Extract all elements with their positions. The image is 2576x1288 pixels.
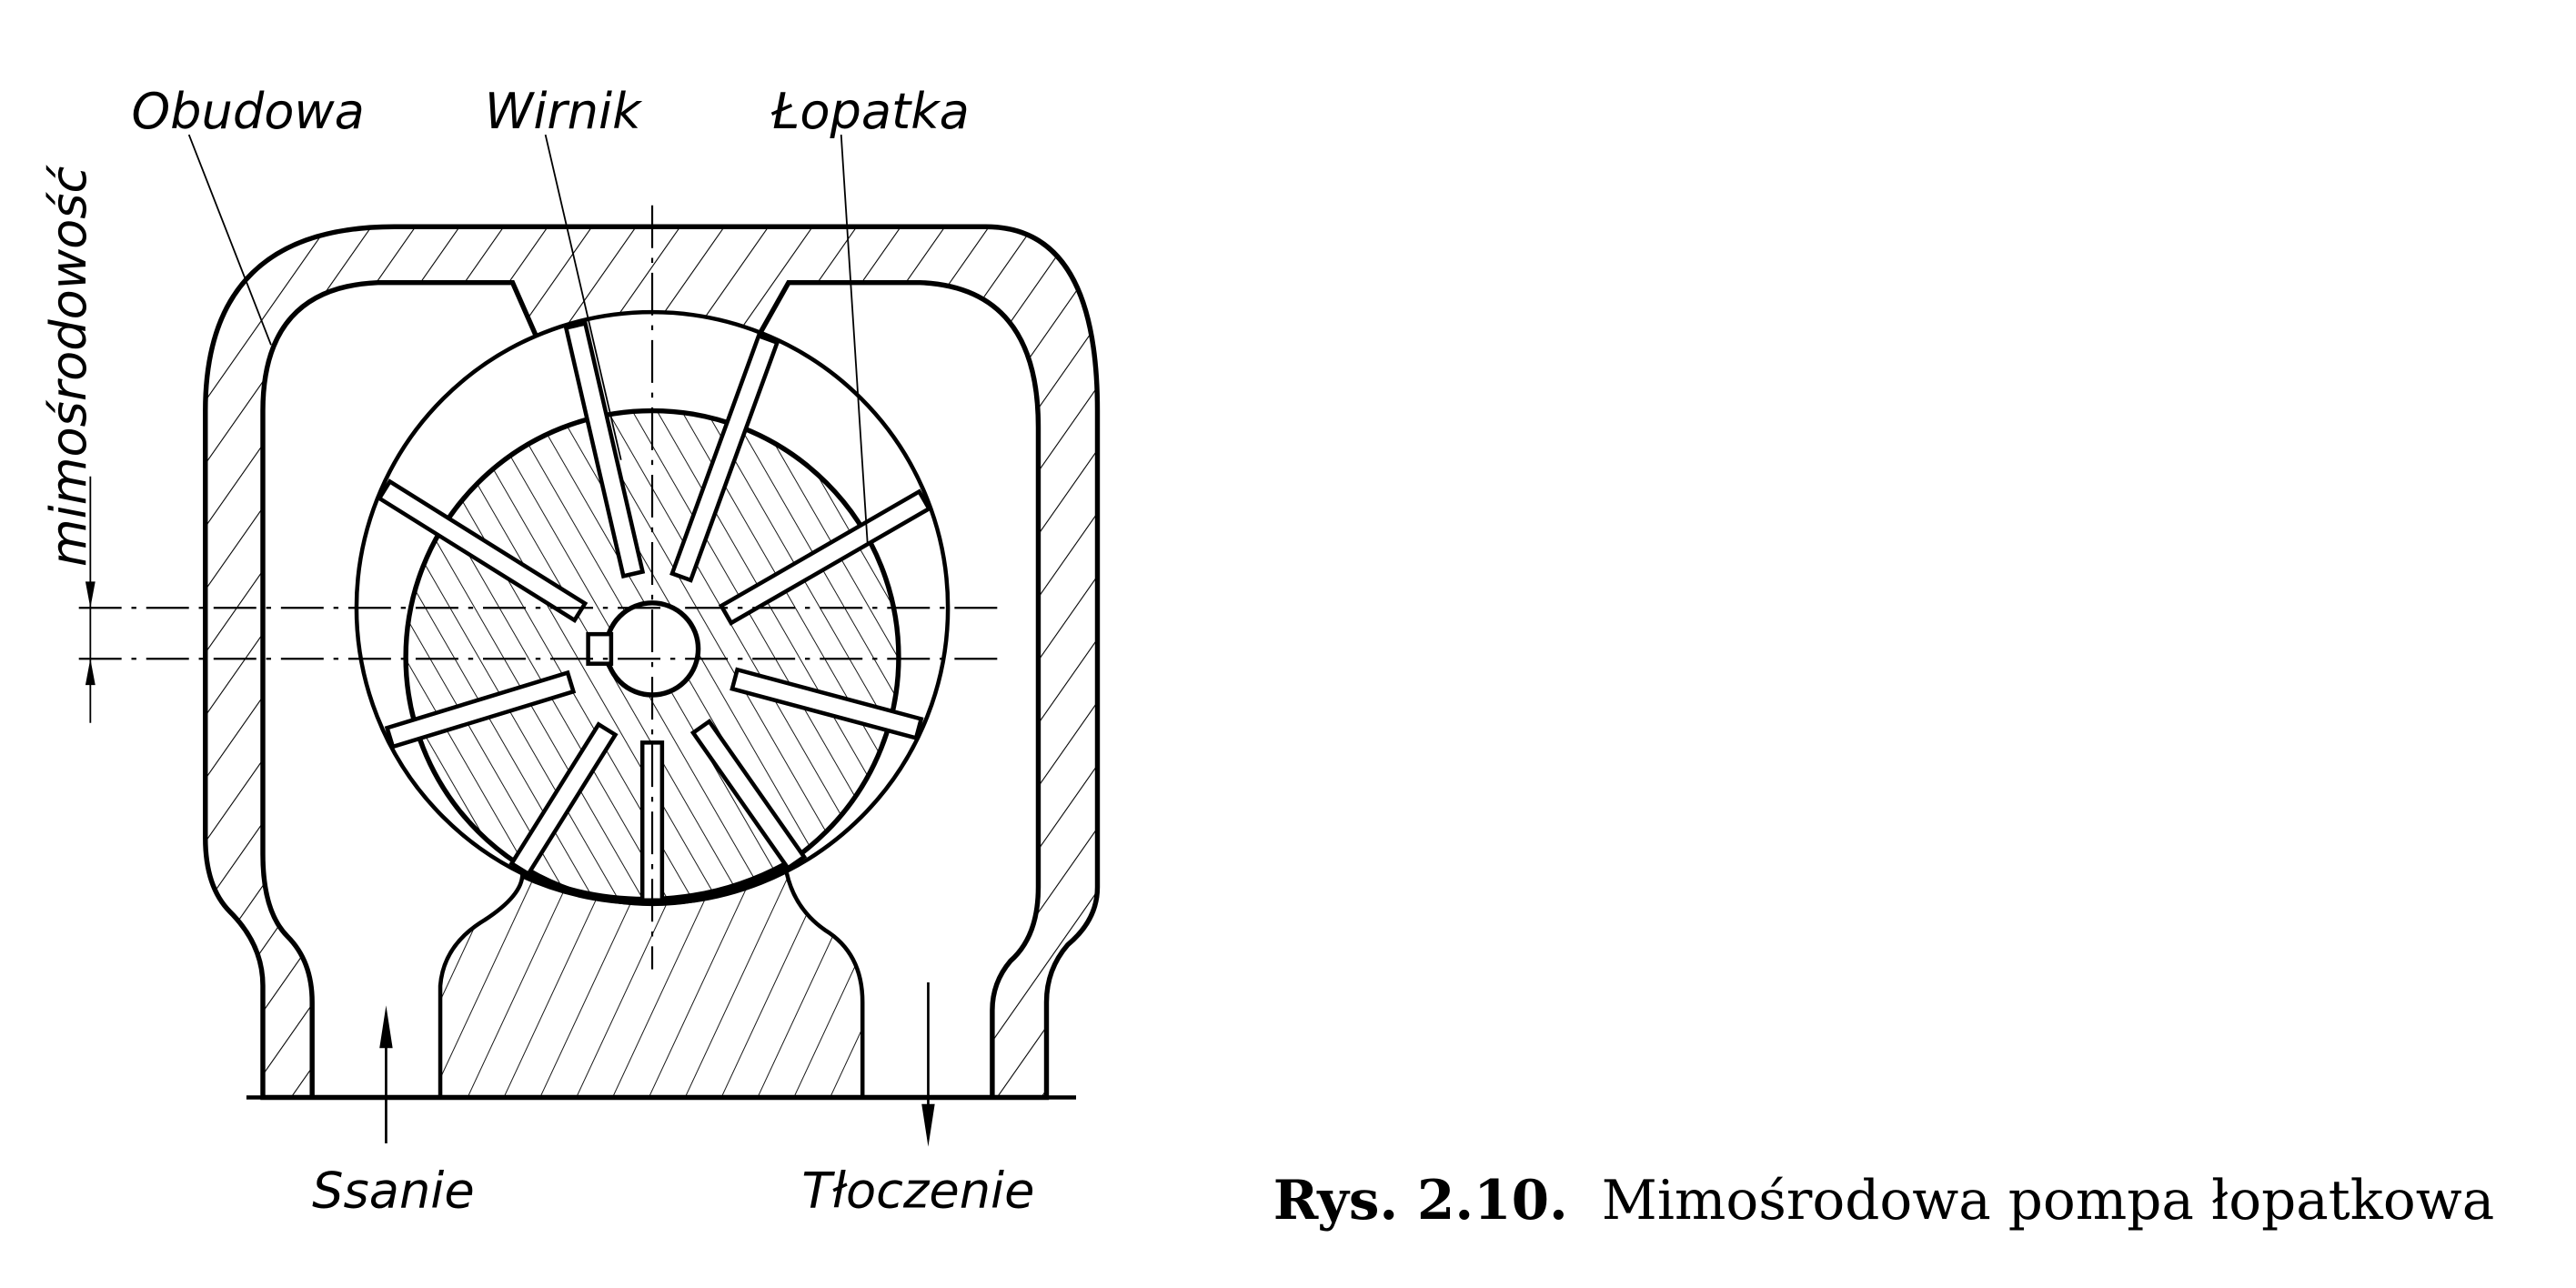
housing <box>203 224 1101 1101</box>
shaft-key <box>586 631 614 666</box>
vane <box>376 478 589 623</box>
caption-title: Mimośrodowa pompa łopatkowa <box>1602 1170 2494 1233</box>
leader-vane <box>840 135 869 543</box>
label-suction: Ssanie <box>312 1162 475 1220</box>
arrow-up-icon <box>85 659 96 686</box>
label-rotor: Wirnik <box>485 83 643 140</box>
vane <box>563 320 646 579</box>
vane <box>730 667 924 741</box>
suction-arrow-icon <box>379 1005 393 1049</box>
vane <box>689 719 808 871</box>
vane <box>718 488 932 626</box>
label-housing: Obudowa <box>131 83 364 140</box>
vane <box>384 669 577 750</box>
figure-caption: Rys. 2.10. Mimośrodowa pompa łopatkowa <box>1273 1169 2494 1233</box>
caption-number: Rys. 2.10. <box>1273 1169 1568 1233</box>
leader-housing <box>187 134 272 346</box>
label-discharge: Tłoczenie <box>801 1162 1034 1220</box>
arrow-down-icon <box>85 581 96 609</box>
label-vane: Łopatka <box>770 83 970 140</box>
vanes <box>376 320 932 903</box>
discharge-arrow-icon <box>921 1103 935 1147</box>
vane <box>669 333 780 583</box>
vane <box>508 721 619 877</box>
leader-rotor <box>544 134 622 460</box>
label-eccentricity: mimośrodowość <box>40 165 97 568</box>
